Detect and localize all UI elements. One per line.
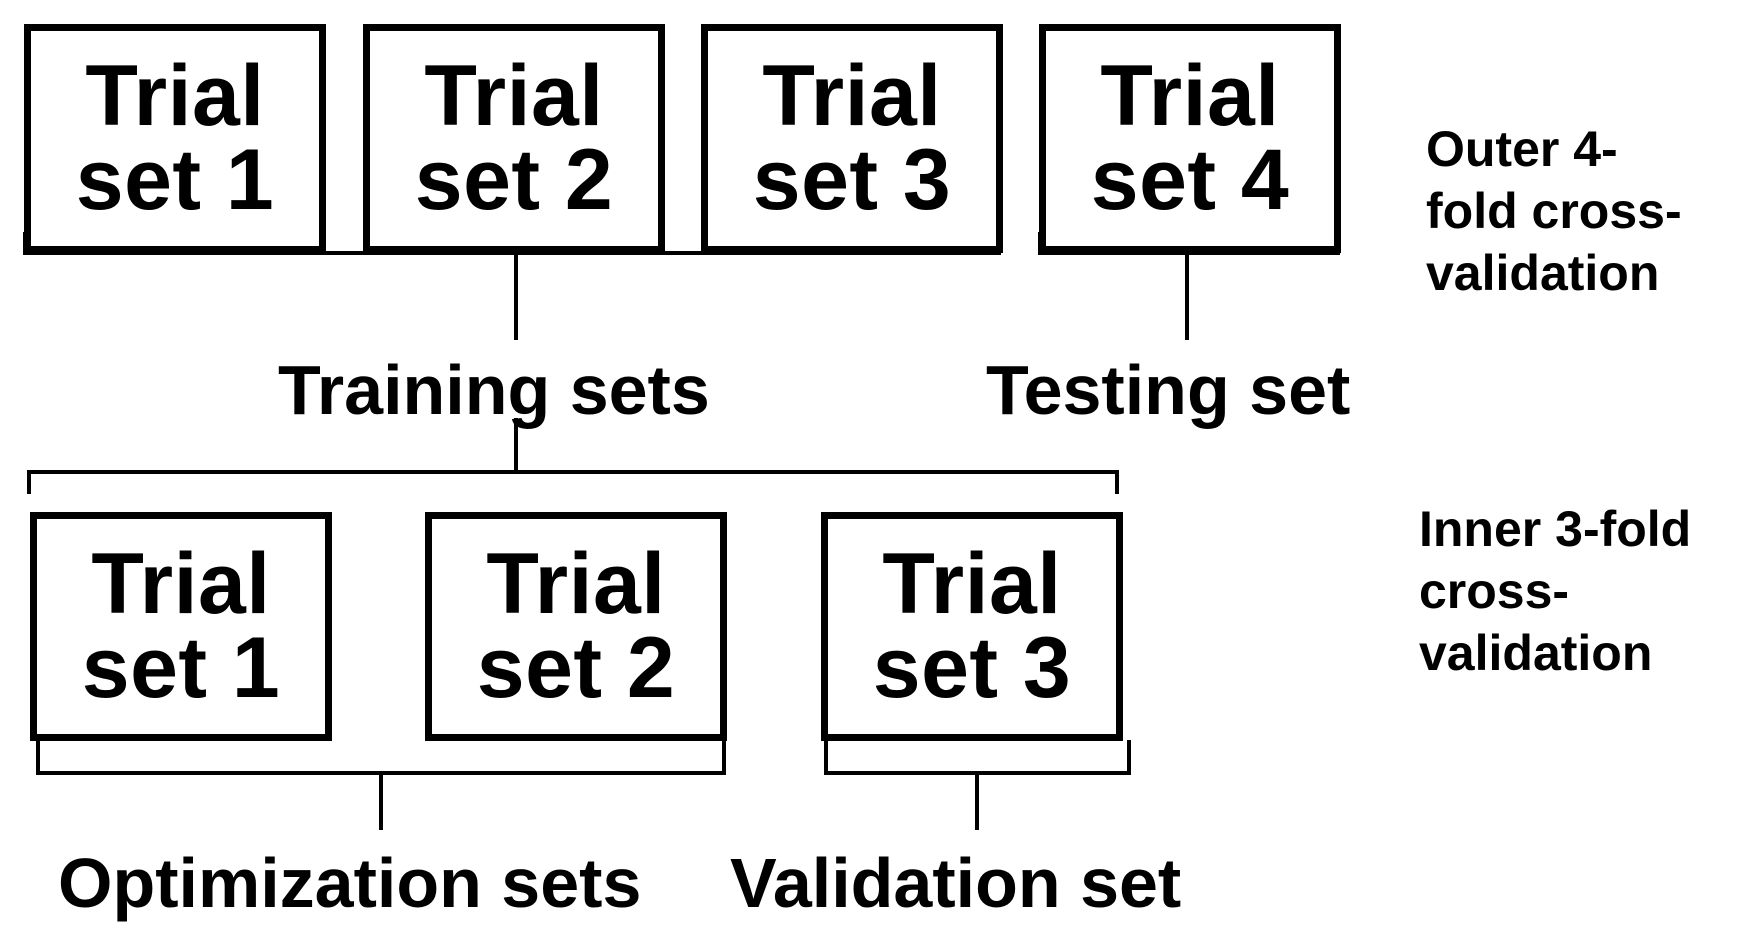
outer-box-1-line2: set 1 [75,131,275,228]
outer-box-1-line1: Trial [85,48,265,145]
inner-box-2-line1: Trial [486,536,666,633]
outer-trial-set-3-box: Trial set 3 [701,24,1003,253]
training-sets-label: Training sets [278,351,710,429]
inner-bracket [27,470,1119,494]
outer-side-label: Outer 4- fold cross- validation [1426,118,1682,304]
outer-trial-set-2-box: Trial set 2 [363,24,665,253]
outer-box-4-line2: set 4 [1090,131,1290,228]
inner-box-2-line2: set 2 [476,619,676,716]
validation-bracket [824,740,1131,775]
inner-box-3-line2: set 3 [872,619,1072,716]
outer-box-3-line2: set 3 [752,131,952,228]
validation-set-label: Validation set [730,844,1182,922]
inner-side-line1: Inner 3-fold [1419,501,1692,557]
inner-box-1-line1: Trial [91,536,271,633]
outer-box-4-line1: Trial [1100,48,1280,145]
outer-side-line1: Outer 4- [1426,121,1618,177]
inner-side-line2: cross- [1419,563,1570,619]
inner-trial-set-3-box: Trial set 3 [821,512,1123,741]
optimization-sets-label: Optimization sets [58,844,642,922]
outer-trial-set-4-box: Trial set 4 [1039,24,1341,253]
inner-box-1-line2: set 1 [81,619,281,716]
outer-side-line2: fold cross- [1426,183,1682,239]
outer-box-2-line2: set 2 [414,131,614,228]
outer-box-3-line1: Trial [762,48,942,145]
outer-side-line3: validation [1426,245,1660,301]
inner-side-line3: validation [1419,625,1653,681]
outer-trial-set-1-box: Trial set 1 [24,24,326,253]
inner-side-label: Inner 3-fold cross- validation [1419,498,1691,684]
inner-trial-set-2-box: Trial set 2 [425,512,727,741]
inner-trial-set-1-box: Trial set 1 [30,512,332,741]
testing-set-label: Testing set [986,351,1351,429]
inner-box-3-line1: Trial [882,536,1062,633]
outer-box-2-line1: Trial [424,48,604,145]
optimization-bracket [36,740,726,775]
